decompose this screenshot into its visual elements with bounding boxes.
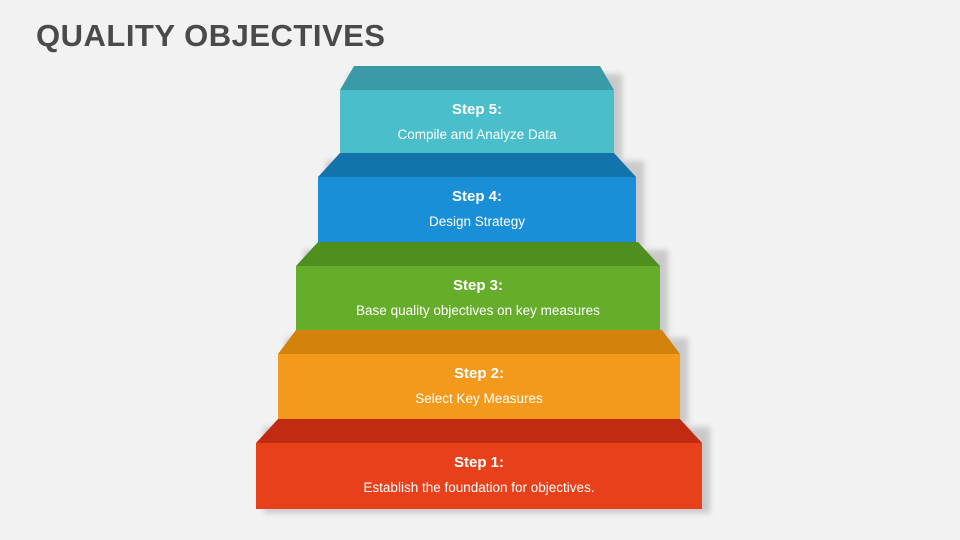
step-2-front-face xyxy=(278,354,680,419)
step-1-label: Step 1: Establish the foundation for obj… xyxy=(256,454,702,497)
step-1-header: Step 1: xyxy=(453,454,504,471)
step-5-label: Step 5: Compile and Analyze Data xyxy=(340,101,614,144)
step-4-text: Design Strategy xyxy=(428,213,526,229)
pyramid-step-4[interactable]: Step 4: Design Strategy xyxy=(318,153,644,247)
step-5-header: Step 5: xyxy=(451,101,502,118)
step-3-text: Base quality objectives on key measures xyxy=(356,302,600,318)
pyramid-step-5[interactable]: Step 5: Compile and Analyze Data xyxy=(340,66,622,160)
step-3-header: Step 3: xyxy=(452,277,503,294)
step-2-label: Step 2: Select Key Measures xyxy=(278,365,680,408)
pyramid-step-1[interactable]: Step 1: Establish the foundation for obj… xyxy=(256,419,710,513)
step-4-top-face xyxy=(318,153,636,177)
step-3-label: Step 3: Base quality objectives on key m… xyxy=(296,277,660,320)
pyramid-step-2[interactable]: Step 2: Select Key Measures xyxy=(278,330,688,424)
step-1-top-face xyxy=(256,419,702,443)
step-3-top-face xyxy=(296,242,660,266)
page-title: QUALITY OBJECTIVES xyxy=(36,18,386,53)
step-4-header: Step 4: xyxy=(451,188,502,205)
step-5-top-face xyxy=(340,66,614,90)
step-1-front-face xyxy=(256,443,702,509)
step-5-text: Compile and Analyze Data xyxy=(397,126,557,142)
step-4-front-face xyxy=(318,177,636,242)
pyramid-step-3[interactable]: Step 3: Base quality objectives on key m… xyxy=(296,242,668,336)
step-2-text: Select Key Measures xyxy=(415,390,543,406)
step-2-header: Step 2: xyxy=(453,365,504,382)
step-1-text: Establish the foundation for objectives. xyxy=(363,479,595,495)
step-2-top-face xyxy=(278,330,680,354)
step-4-label: Step 4: Design Strategy xyxy=(318,188,636,231)
step-3-front-face xyxy=(296,266,660,331)
step-5-front-face xyxy=(340,90,614,154)
